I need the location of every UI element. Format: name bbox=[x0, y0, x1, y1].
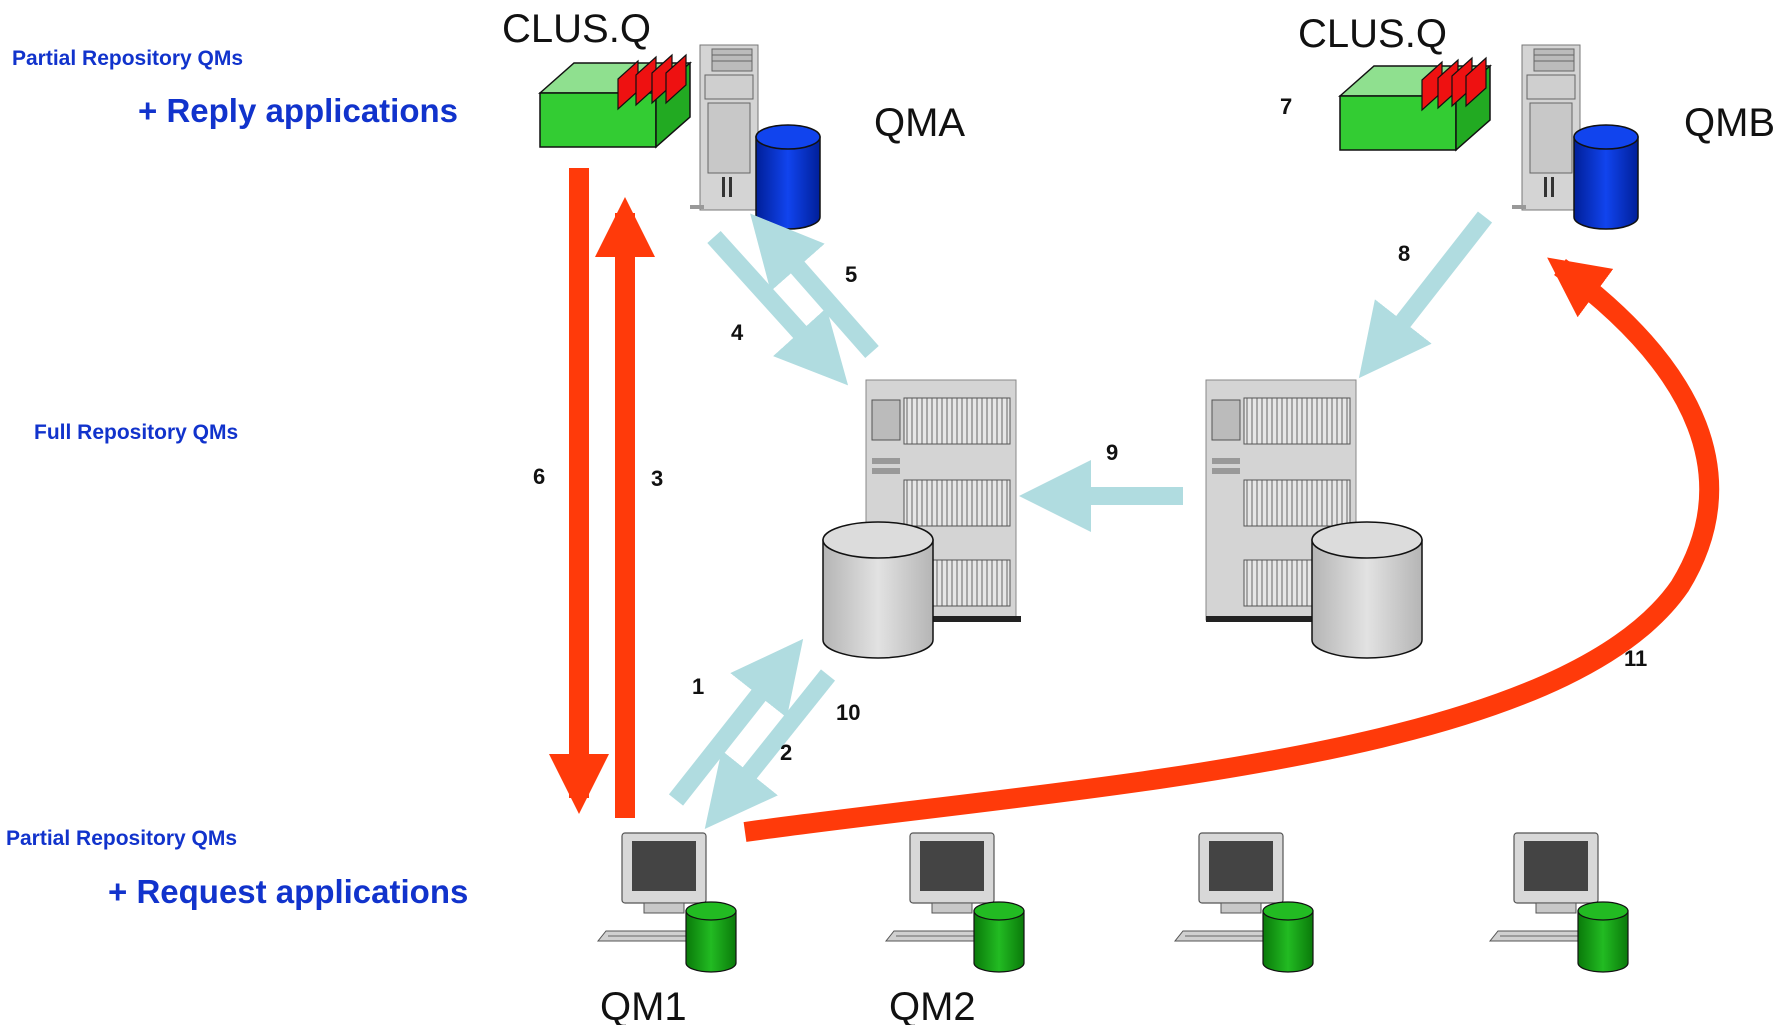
qma-label: QMA bbox=[874, 101, 965, 145]
step-7-label: 7 bbox=[1280, 94, 1292, 119]
qm1-workstation-icon bbox=[596, 832, 737, 973]
qmb-db-icon bbox=[1573, 124, 1639, 230]
step-6-label: 6 bbox=[533, 464, 545, 489]
qm2-label: QM2 bbox=[889, 985, 976, 1025]
qm3-workstation-icon bbox=[1173, 832, 1314, 973]
clus-q-left-label: CLUS.Q bbox=[502, 7, 651, 51]
full-repo-db-right-icon bbox=[1311, 521, 1423, 659]
clus-q-right-icon bbox=[1338, 56, 1492, 152]
flow-arrow-8 bbox=[1358, 211, 1493, 379]
qmb-label: QMB bbox=[1684, 101, 1775, 145]
full-repo-label: Full Repository QMs bbox=[34, 421, 238, 444]
clus-q-right-label: CLUS.Q bbox=[1298, 12, 1447, 56]
step-11-label: 11 bbox=[1624, 646, 1647, 671]
qm2-workstation-icon bbox=[884, 832, 1025, 973]
flow-arrow-2-10 bbox=[704, 669, 836, 830]
step-2-label: 2 bbox=[780, 740, 792, 765]
flow-arrow-4 bbox=[707, 230, 849, 386]
qm4-workstation-icon bbox=[1488, 832, 1629, 973]
qmb-server-icon bbox=[1512, 44, 1581, 211]
step-5-label: 5 bbox=[845, 262, 857, 287]
flow-arrow-11 bbox=[743, 257, 1720, 842]
step-4-label: 4 bbox=[731, 320, 744, 345]
step-8-label: 8 bbox=[1398, 241, 1410, 266]
qma-server-icon bbox=[690, 44, 759, 211]
flow-arrow-1 bbox=[668, 638, 804, 806]
clus-q-left-icon bbox=[538, 53, 692, 149]
step-3-label: 3 bbox=[651, 466, 663, 491]
full-repo-db-left-icon bbox=[822, 521, 934, 659]
qm1-label: QM1 bbox=[600, 985, 687, 1025]
request-applications-label: + Request applications bbox=[108, 873, 468, 910]
flow-arrow-5 bbox=[750, 213, 879, 358]
step-9-label: 9 bbox=[1106, 440, 1118, 465]
partial-repo-bottom-label: Partial Repository QMs bbox=[6, 827, 237, 850]
step-1-label: 1 bbox=[692, 674, 704, 699]
step-10-label: 10 bbox=[836, 700, 860, 725]
reply-applications-label: + Reply applications bbox=[138, 92, 458, 129]
partial-repo-top-label: Partial Repository QMs bbox=[12, 47, 243, 70]
qma-db-icon bbox=[755, 124, 821, 230]
